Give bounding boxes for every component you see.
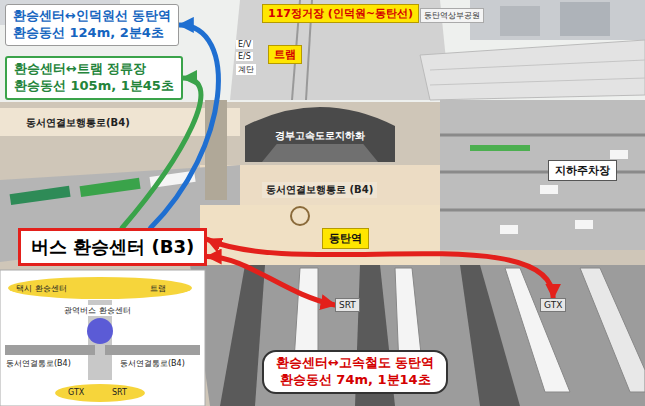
inset-label: 트램 [150, 283, 166, 294]
car [575, 220, 593, 229]
inset-label: 택시 환승센터 [16, 283, 67, 294]
gtx-train [505, 268, 570, 392]
inset-hub [87, 318, 113, 344]
corridor-label: 동서연결보행통로 (B4) [262, 182, 377, 198]
node-detail: 환승동선 124m, 2분4초 [13, 25, 171, 42]
plaza-road [230, 0, 450, 100]
route-arrow [207, 257, 335, 306]
node-title: 동탄역 [329, 231, 362, 246]
track [220, 265, 265, 406]
car [540, 185, 558, 194]
core-label: E/V [236, 40, 253, 49]
inset-label: 광역버스 환승센터 [62, 305, 133, 316]
car [610, 150, 628, 159]
core-label: E/S [236, 52, 253, 61]
node-title: 트램 [274, 48, 296, 61]
node-title: 동서연결보행통로(B4) [26, 116, 130, 130]
canopy-roof [420, 40, 645, 100]
tunnel-label: 경부고속도로지하화 [272, 128, 368, 144]
node-detail: 환승동선 105m, 1분45초 [14, 78, 174, 95]
route-arrow [122, 78, 201, 228]
inset-label: GTX [68, 388, 84, 397]
building [500, 6, 540, 36]
route-callout: 환승센터↔고속철도 동탄역환승동선 74m, 1분14초 [262, 350, 448, 394]
node-title: 환승센터↔인덕원선 동탄역 [13, 8, 171, 25]
floor [440, 209, 645, 212]
route-callout: 환승센터↔트램 정류장환승동선 105m, 1분45초 [5, 56, 183, 100]
b4-corridor-left [0, 108, 240, 136]
inset-band [8, 277, 192, 299]
station-tag: 동탄역 [322, 228, 369, 249]
expressway-tunnel [245, 107, 395, 162]
inset-rail-band [55, 384, 145, 402]
inset-label: 동서연결통로(B4) [120, 358, 185, 369]
node-title: 경부고속도로지하화 [275, 129, 365, 143]
inset-corridor [5, 345, 95, 355]
station-tag: 117정거장 (인덕원~동탄선) [262, 4, 419, 23]
inset-label: SRT [112, 388, 127, 397]
bus-center-box: 버스 환승센터 (B3) [18, 228, 207, 266]
buildings [470, 0, 645, 40]
node-title: 환승센터↔트램 정류장 [14, 61, 174, 78]
node-title: 동탄역상부공원 [424, 10, 480, 21]
inset-panel [0, 270, 205, 406]
roof-line [430, 60, 645, 70]
corridor-label: 동서연결보행통로(B4) [22, 115, 134, 131]
green-lane [470, 145, 530, 151]
bus [80, 178, 141, 197]
platform-tag: SRT [335, 298, 360, 312]
node-title: 지하주차장 [555, 163, 610, 178]
floor-emblem [291, 207, 309, 225]
route-arrow [207, 239, 553, 298]
parking [440, 100, 645, 250]
train [580, 268, 645, 392]
platform-level [190, 265, 645, 406]
inset-corridor [105, 345, 200, 355]
inset-label: 동서연결통로(B4) [6, 358, 71, 369]
node-title: 동서연결보행통로 (B4) [266, 183, 373, 197]
bus [10, 186, 71, 205]
node-title: 환승센터↔고속철도 동탄역 [276, 355, 434, 372]
route-callout: 환승센터↔인덕원선 동탄역환승동선 124m, 2분4초 [5, 4, 179, 46]
car [500, 225, 518, 234]
roof-line [430, 78, 645, 85]
building [560, 2, 610, 36]
core-label: 계단 [236, 64, 256, 75]
tram-tag: 트램 [268, 45, 302, 64]
place-tag: 동탄역상부공원 [420, 8, 484, 23]
parking-label: 지하주차장 [548, 160, 617, 181]
node-title: GTX [544, 300, 562, 310]
surface [0, 0, 645, 102]
floor [440, 134, 645, 137]
node-title: SRT [339, 300, 356, 310]
platform-tag: GTX [540, 298, 566, 312]
node-title: 버스 환승센터 (B3) [31, 235, 194, 259]
node-title: 117정거장 (인덕원~동탄선) [268, 7, 413, 20]
node-detail: 환승동선 74m, 1분14초 [276, 372, 434, 389]
